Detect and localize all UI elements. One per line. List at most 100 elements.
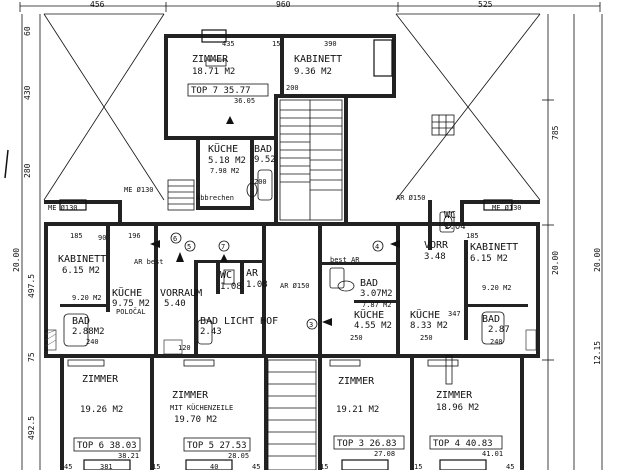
top7-box xyxy=(187,83,269,97)
room-zimmer-6: ZIMMER xyxy=(82,374,119,385)
staircase-left xyxy=(167,179,195,211)
room-lichthof: LICHT HOF xyxy=(224,316,278,327)
fixtures xyxy=(63,169,505,347)
room-kueche-left: KÜCHE xyxy=(112,286,142,299)
svg-text:7: 7 xyxy=(221,243,225,251)
apartment-top7: TOP 7 35.77 xyxy=(191,86,251,96)
label-me-left: ME Ø130 xyxy=(48,204,78,212)
room-kueche-top-sub: 7.98 M2 xyxy=(210,167,240,175)
room-bad-right1: BAD xyxy=(360,278,378,289)
marker-6: 6 xyxy=(170,232,182,244)
room-kueche-right: KÜCHE xyxy=(410,308,440,321)
dim-inner-8: 200 xyxy=(254,178,267,186)
dim-inner-2: 15 xyxy=(272,40,280,48)
dim-right-4: 12.15 xyxy=(593,341,602,365)
walls xyxy=(44,34,540,470)
top5-box xyxy=(183,437,251,452)
svg-text:5: 5 xyxy=(187,243,191,251)
label-me-right: ME Ø130 xyxy=(492,204,522,212)
room-ar: AR xyxy=(246,268,259,279)
marker-7: 7 xyxy=(218,240,230,252)
room-ar-area: 1.08 xyxy=(246,280,268,290)
dim-inner-5: 90 xyxy=(98,234,106,242)
apartment-top4-sub: 41.01 xyxy=(482,450,503,458)
dim-inner-9: 120 xyxy=(178,344,191,352)
dim-right-1: 785 xyxy=(551,125,560,140)
dim-bottom-7: 15 xyxy=(414,463,422,470)
room-zimmer-4: ZIMMER xyxy=(436,390,473,401)
dim-inner-15: 240 xyxy=(490,338,503,346)
room-bad-mid: BAD xyxy=(200,316,218,327)
apartment-top5: TOP 5 27.53 xyxy=(187,441,247,451)
apartment-top3-sub: 27.08 xyxy=(374,450,395,458)
terrace-grid xyxy=(431,114,455,136)
label-ar-best-left: AR best xyxy=(134,258,164,266)
entry-arrows xyxy=(150,116,400,326)
room-bad-left-area: 2.88M2 xyxy=(72,327,105,337)
room-bad-top-area: 9.52 xyxy=(254,155,276,165)
room-kabinett-top-area: 9.36 M2 xyxy=(294,67,332,77)
label-abbrechen: Abbrechen xyxy=(196,194,234,202)
room-wc-right: WC xyxy=(444,210,456,221)
apartment-top5-sub: 28.05 xyxy=(228,452,249,460)
apartment-top3: TOP 3 26.83 xyxy=(337,439,397,449)
dim-inner-6: 196 xyxy=(128,232,141,240)
room-wc: WC xyxy=(220,270,232,281)
room-kabinett-right: KABINETT xyxy=(470,242,518,253)
dim-inner-7: 200 xyxy=(286,84,299,92)
svg-text:4: 4 xyxy=(375,243,379,251)
dim-inner-14: 240 xyxy=(86,338,99,346)
room-kueche-mid-area: 4.55 M2 xyxy=(354,321,392,331)
apartment-top6: TOP 6 38.03 xyxy=(77,441,137,451)
room-kabinett-left-sub: 9.20 M2 xyxy=(72,294,102,302)
apartment-top7-sub: 36.05 xyxy=(234,97,255,105)
room-kabinett-left: KABINETT xyxy=(58,254,106,265)
room-kabinett-right-area: 6.15 M2 xyxy=(470,254,508,264)
dim-right-2: 20.00 xyxy=(551,251,560,275)
radiators xyxy=(67,59,459,385)
room-kueche-top-area: 5.18 M2 xyxy=(208,156,246,166)
dim-bottom-3: 15 xyxy=(152,463,160,470)
room-bad-right2: BAD xyxy=(482,314,500,325)
dim-left-4: 20.00 xyxy=(12,248,21,272)
dim-left-2: 430 xyxy=(23,85,32,100)
dim-inner-1: 435 xyxy=(222,40,235,48)
room-zimmer-3: ZIMMER xyxy=(338,376,375,387)
room-bad-right1-area: 3.07M2 xyxy=(360,289,393,299)
label-best-ar-right: best AR xyxy=(330,256,360,264)
dim-bottom-1: 45 xyxy=(64,463,72,470)
dim-left-1: 60 xyxy=(23,26,32,36)
label-me-top: ME Ø130 xyxy=(124,186,154,194)
room-bad-top: BAD xyxy=(254,144,272,155)
dim-inner-10: 250 xyxy=(350,334,363,342)
dim-top-right: 525 xyxy=(478,0,493,9)
marker-4: 4 xyxy=(372,240,384,252)
room-bad-left: BAD xyxy=(72,316,90,327)
chimney-hatch xyxy=(45,329,537,355)
staircase-bottom xyxy=(267,359,317,470)
room-kueche-top: KÜCHE xyxy=(208,142,238,155)
room-zimmer-5-area: 19.70 M2 xyxy=(174,415,217,425)
marker-3: 3 xyxy=(306,318,318,330)
room-zimmer-top-area: 18.71 M2 xyxy=(192,67,235,77)
room-wc-right-area: 1.04 xyxy=(444,222,466,232)
top4-box xyxy=(429,435,503,450)
room-bad-right2-area: 2.87 xyxy=(488,325,510,335)
room-vorr-area: 3.48 xyxy=(424,252,446,262)
dim-left-7: 492.5 xyxy=(27,416,36,440)
svg-text:6: 6 xyxy=(173,235,177,243)
dim-bottom-6: 15 xyxy=(320,463,328,470)
room-zimmer-5: ZIMMER xyxy=(172,390,209,401)
room-vorr: VORR xyxy=(424,240,449,251)
room-zimmer-3-area: 19.21 M2 xyxy=(336,405,379,415)
dim-bottom-8: 45 xyxy=(506,463,514,470)
dim-inner-13: 347 xyxy=(448,310,461,318)
room-kueche-right-area: 8.33 M2 xyxy=(410,321,448,331)
top3-box xyxy=(333,435,405,450)
room-kabinett-right-sub: 9.20 M2 xyxy=(482,284,512,292)
dim-bottom-4: 40 xyxy=(210,463,218,470)
room-kabinett-left-area: 6.15 M2 xyxy=(62,266,100,276)
margin-mark xyxy=(4,149,9,179)
dim-left-5: 497.5 xyxy=(27,274,36,298)
room-kueche-mid: KÜCHE xyxy=(354,308,384,321)
